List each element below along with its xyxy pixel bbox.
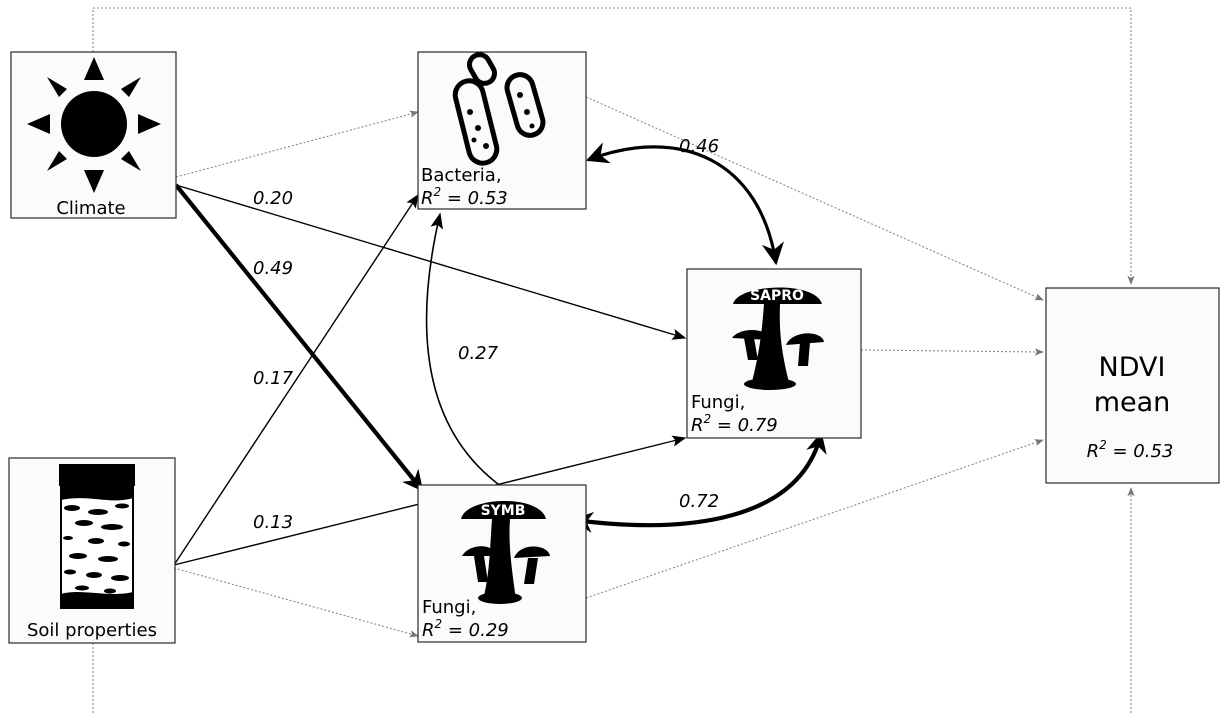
path-climate-symb: [174, 183, 424, 492]
symb-r2: R2 = 0.29: [422, 617, 509, 641]
bacteria-r2: R2 = 0.53: [421, 185, 508, 209]
fungi-sapro-node: SAPRO Fungi, R2 = 0.79: [686, 268, 862, 439]
mushroom-icon: [461, 500, 550, 604]
path-soil-symb: [173, 567, 419, 638]
path-coefficients: 0.20 0.49 0.17 0.13 0.27 0.46 0.72: [253, 136, 719, 533]
ndvi-node: NDVI mean R2 = 0.53: [1045, 287, 1220, 484]
sun-icon: [27, 57, 161, 193]
sapro-r2: R2 = 0.79: [691, 412, 778, 436]
coef-symb-bacteria: 0.27: [458, 343, 499, 364]
symb-tag: SYMB: [481, 503, 526, 519]
coef-climate-sapro: 0.20: [253, 188, 293, 209]
path-bacteria-sapro: [585, 142, 784, 266]
soil-label: Soil properties: [27, 620, 157, 641]
coef-symb-sapro: 0.72: [679, 491, 719, 512]
bacteria-node: Bacteria, R2 = 0.53: [417, 51, 587, 210]
path-symb-bacteria: [425, 212, 503, 488]
path-symb-ndvi: [585, 439, 1044, 599]
ndvi-title-line2: mean: [1094, 387, 1171, 418]
path-sapro-ndvi: [860, 348, 1044, 356]
bacteria-label: Bacteria,: [421, 165, 502, 186]
bacteria-icon: [452, 52, 546, 166]
soil-node: Soil properties: [8, 457, 176, 644]
path-bacteria-ndvi: [585, 96, 1044, 301]
mushroom-icon: [732, 287, 824, 390]
nonsignificant-paths: [92, 7, 1135, 713]
climate-node: Climate: [10, 51, 177, 219]
soil-profile-icon: [59, 464, 135, 609]
sapro-tag: SAPRO: [750, 288, 804, 304]
ndvi-r2: R2 = 0.53: [1087, 438, 1174, 462]
path-climate-ndvi: [92, 7, 1135, 285]
coef-climate-symb: 0.49: [253, 258, 293, 279]
coef-bacteria-sapro: 0.46: [679, 136, 719, 157]
path-soil-ndvi: [92, 488, 1131, 713]
sapro-label: Fungi,: [691, 392, 745, 413]
symb-label: Fungi,: [422, 597, 476, 618]
coef-soil-sapro: 0.13: [253, 512, 293, 533]
fungi-symb-node: SYMB Fungi, R2 = 0.29: [417, 484, 587, 643]
path-symb-sapro: [571, 431, 827, 533]
coef-soil-bacteria: 0.17: [253, 368, 294, 389]
path-soil-bacteria: [173, 193, 419, 566]
ndvi-title-line1: NDVI: [1099, 352, 1166, 383]
climate-label: Climate: [56, 198, 125, 219]
path-climate-bacteria: [175, 110, 419, 178]
